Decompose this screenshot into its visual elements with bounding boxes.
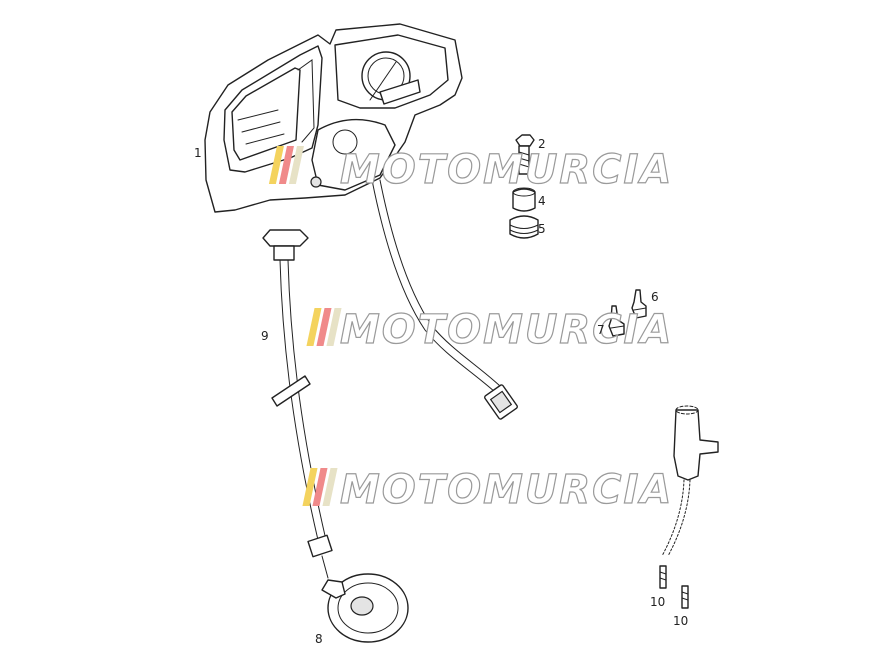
callout-9: 9 — [261, 329, 269, 343]
watermark-text: MOTOMURCIA — [340, 467, 673, 513]
wire-harness — [371, 179, 518, 420]
callout-6: 6 — [651, 290, 659, 304]
watermark-stripe-cream — [326, 308, 342, 346]
watermark-stripe-red — [312, 468, 328, 506]
fitting-stack — [509, 134, 539, 239]
callout-8: 8 — [315, 632, 323, 646]
speedometer-cable — [262, 229, 333, 579]
watermark-1: MOTOMURCIA — [268, 146, 673, 194]
watermark-stripe-yellow — [268, 146, 284, 184]
watermark-stripe-yellow — [306, 308, 322, 346]
callout-4: 4 — [538, 194, 546, 208]
drive-gear — [321, 573, 409, 643]
watermark-stripe-cream — [288, 146, 304, 184]
mounting-bolts — [659, 565, 689, 609]
speed-sensor — [661, 405, 719, 557]
sensor-bulbs — [608, 289, 647, 337]
callout-1: 1 — [194, 146, 202, 160]
watermark-stripe-red — [316, 308, 332, 346]
watermark-text: MOTOMURCIA — [340, 147, 673, 193]
callout-10-left: 10 — [650, 595, 665, 609]
callout-5: 5 — [538, 222, 546, 236]
watermark-stripe-red — [278, 146, 294, 184]
watermark-stripe-yellow — [302, 468, 318, 506]
callout-2: 2 — [538, 137, 546, 151]
watermark-stripe-cream — [322, 468, 338, 506]
watermark-text: MOTOMURCIA — [340, 307, 673, 353]
watermark-3: MOTOMURCIA — [302, 466, 673, 514]
callout-10-right: 10 — [673, 614, 688, 628]
callout-7: 7 — [597, 323, 605, 337]
watermark-2: MOTOMURCIA — [306, 306, 673, 354]
instrument-cluster — [204, 23, 463, 213]
